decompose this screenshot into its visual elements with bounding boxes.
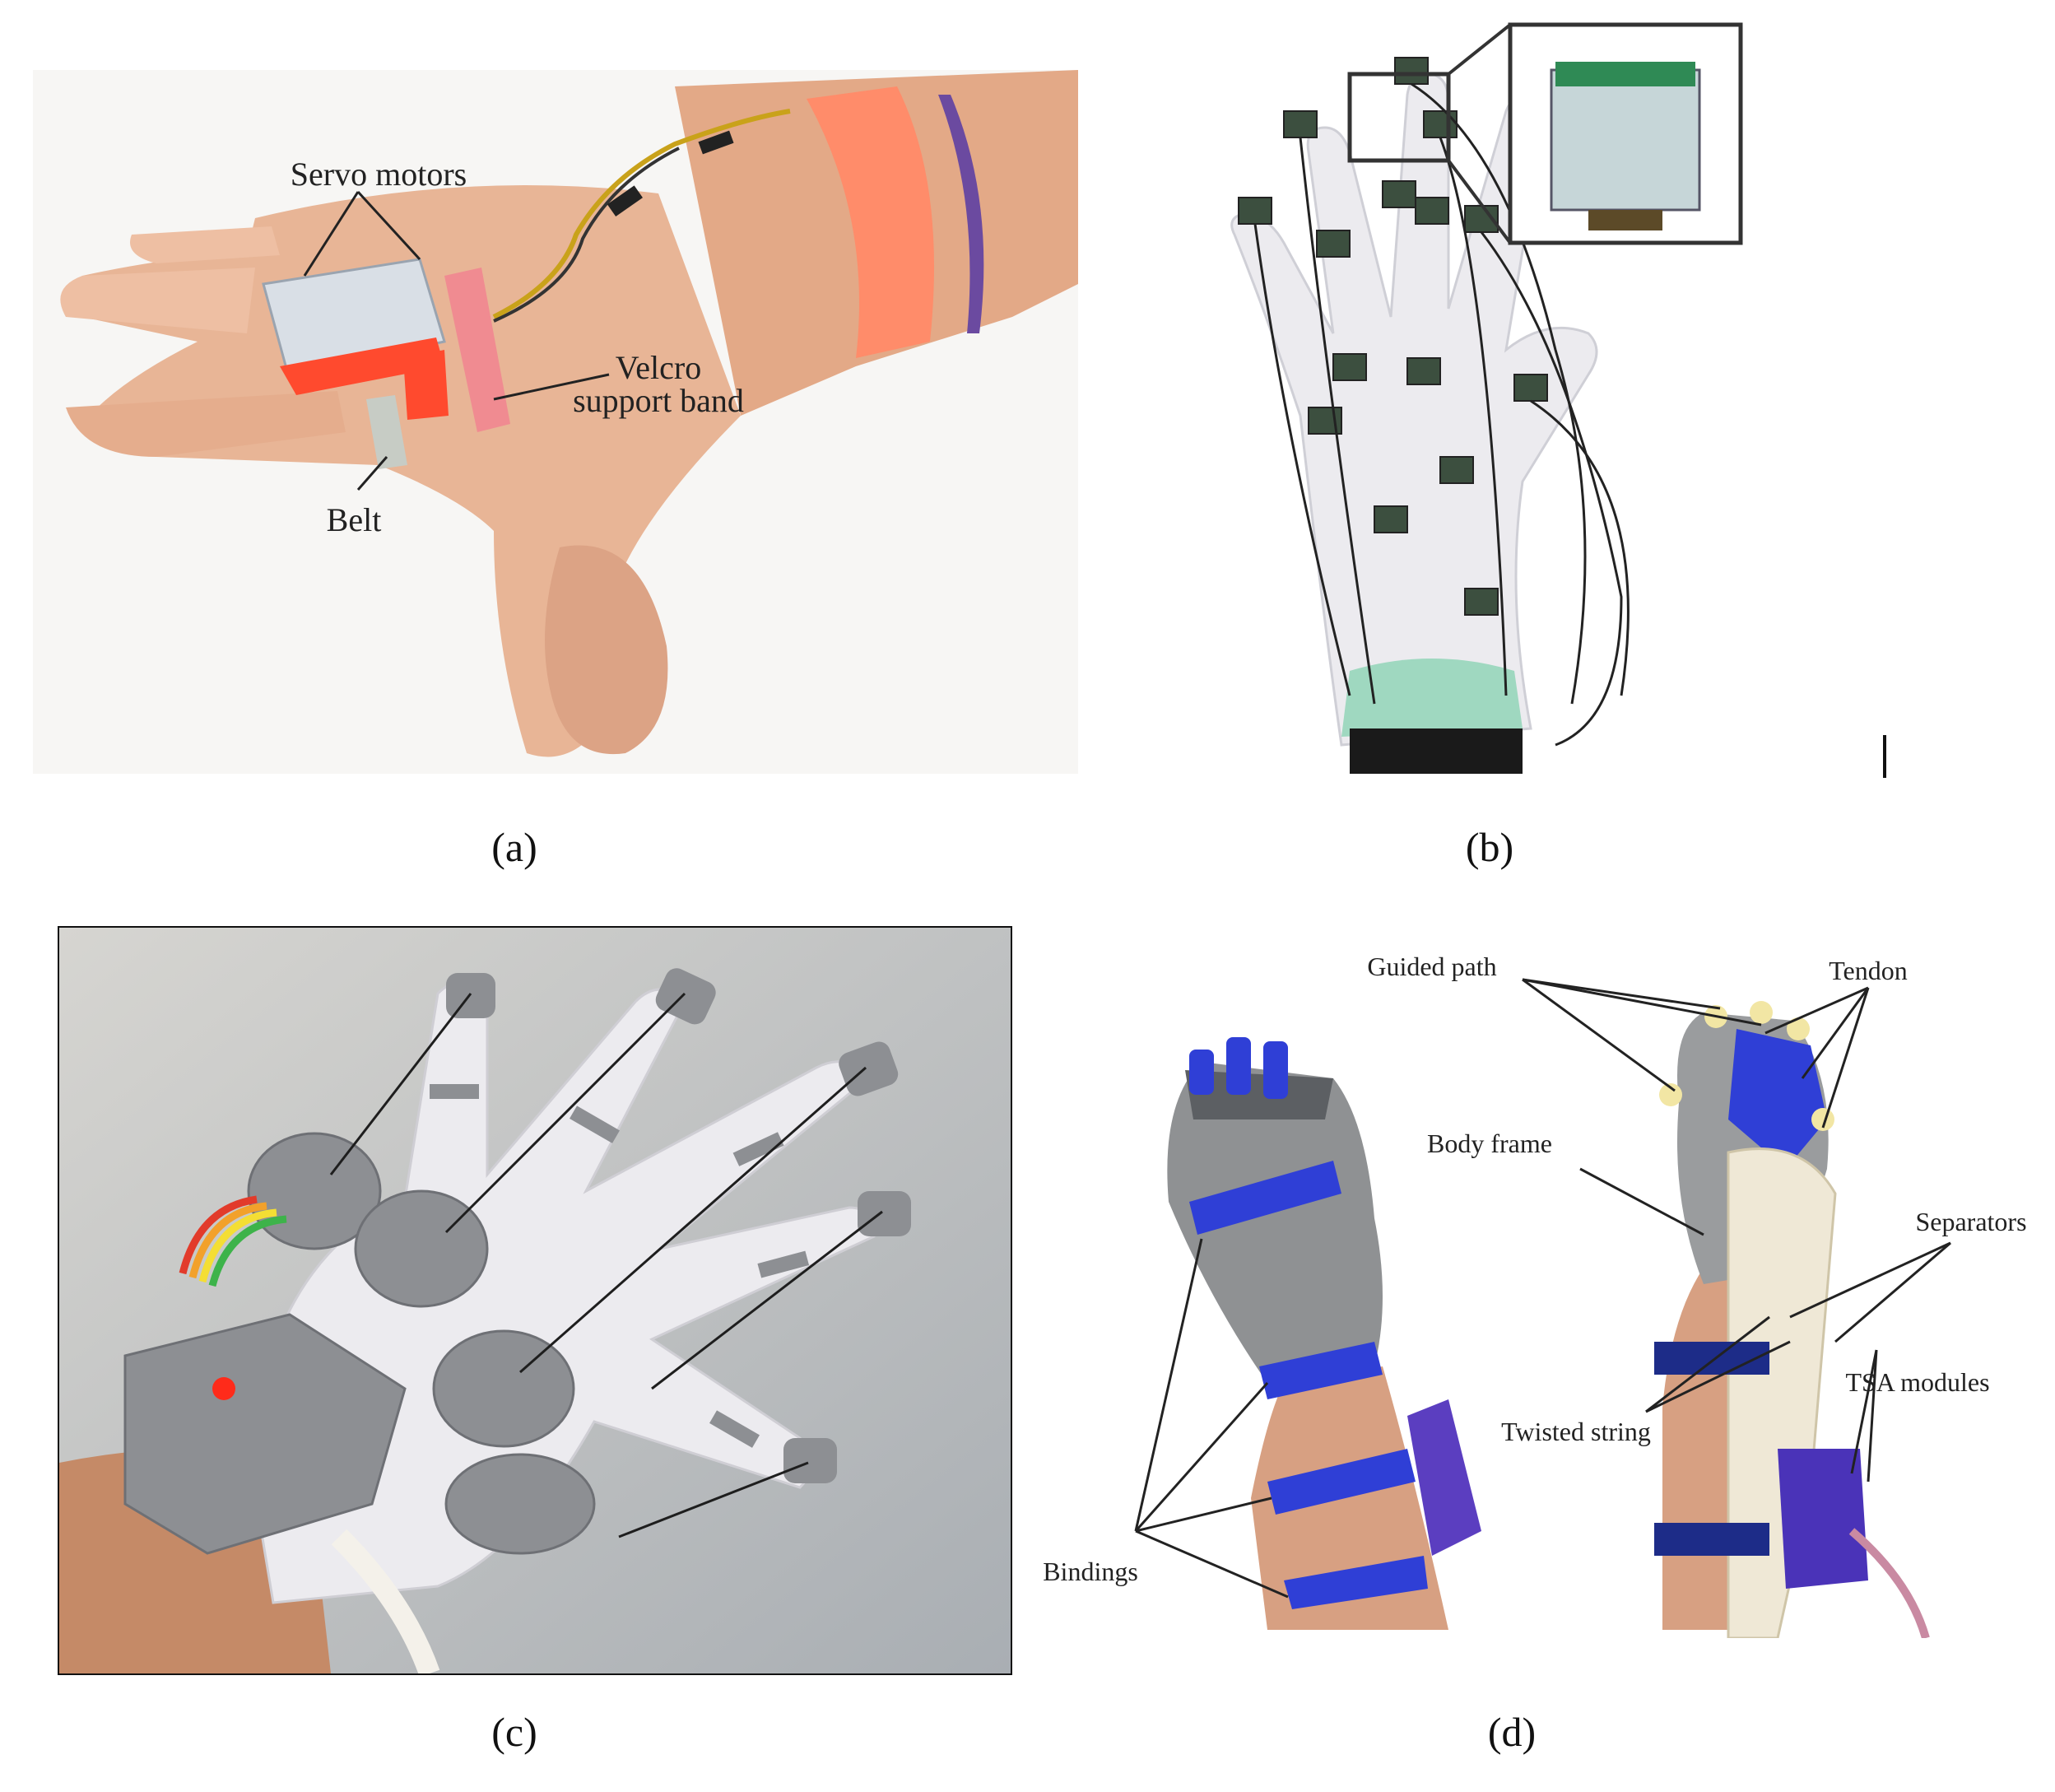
caption-a: (a) xyxy=(491,824,537,870)
photo-panel-c xyxy=(58,926,1012,1675)
label-body-frame: Body frame xyxy=(1427,1129,1552,1158)
label-servo-motors: Servo motors xyxy=(291,156,467,193)
stray-vertical-mark xyxy=(1883,735,1886,778)
caption-c: (c) xyxy=(491,1709,537,1755)
tendon-glove-illustration xyxy=(59,928,1011,1673)
label-velcro: Velcro xyxy=(616,349,701,386)
label-belt: Belt xyxy=(327,501,382,538)
photo-panel-d: Guided path Tendon Body frame Separators… xyxy=(1021,955,2055,1638)
tsa-exoskeleton-illustration: Guided path Tendon Body frame Separators… xyxy=(1021,955,2055,1638)
label-tendon: Tendon xyxy=(1829,956,1908,985)
caption-d: (d) xyxy=(1487,1709,1537,1755)
label-separators: Separators xyxy=(1915,1207,2026,1236)
photo-panel-a: Servo motors Velcro support band Belt xyxy=(33,70,1078,774)
sensor-glove-illustration xyxy=(1160,21,1893,774)
photo-panel-b xyxy=(1160,21,1893,774)
hand-servo-illustration: Servo motors Velcro support band Belt xyxy=(33,70,1078,774)
label-tsa-modules: TSA modules xyxy=(1845,1367,1989,1397)
label-bindings: Bindings xyxy=(1043,1557,1138,1586)
label-support-band: support band xyxy=(573,382,744,419)
label-twisted-string: Twisted string xyxy=(1501,1417,1651,1446)
caption-b: (b) xyxy=(1465,824,1514,870)
label-guided-path: Guided path xyxy=(1367,955,1496,981)
